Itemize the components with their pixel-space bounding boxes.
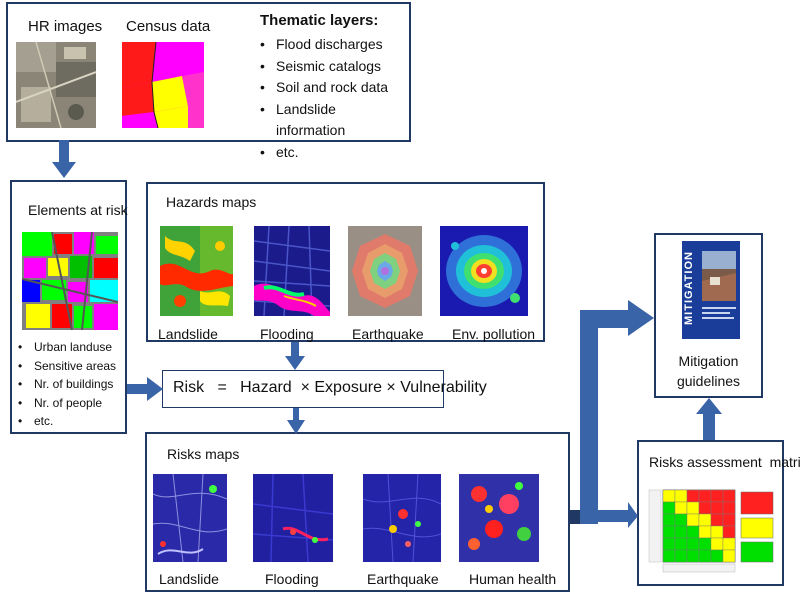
arrow-sources-to-elements: [52, 140, 76, 178]
arrow-formula-to-risks: [287, 408, 305, 434]
risk-flooding-label: Flooding: [265, 571, 319, 587]
elements-list: Urban landuse Sensitive areas Nr. of bui…: [16, 338, 116, 431]
mitigation-caption-line2: guidelines: [676, 373, 741, 389]
risk-earthquake-map: [363, 474, 441, 562]
arrow-risks-to-matrix-and-mitigation: [570, 300, 654, 528]
element-item: Urban landuse: [16, 338, 116, 357]
element-item: etc.: [16, 412, 116, 431]
thematic-list: Flood discharges Seismic catalogs Soil a…: [258, 34, 409, 163]
thematic-item: Landslide information: [258, 99, 409, 142]
hazard-landslide-label: Landslide: [158, 326, 218, 342]
hazards-maps-box: Hazards maps Landslide Flooding: [146, 182, 545, 342]
hazard-pollution-map: [440, 226, 528, 316]
risk-matrix-box: Risks assessment matrix: [637, 440, 800, 586]
hazard-earthquake-map: [348, 226, 422, 316]
hazard-landslide-map: [160, 226, 233, 316]
arrow-elements-to-formula: [127, 377, 163, 401]
risk-formula-text: Risk = Hazard × Exposure × Vulnerability: [173, 379, 487, 396]
risk-formula-box: Risk = Hazard × Exposure × Vulnerability: [162, 370, 487, 408]
mitigation-book-title: MITIGATION: [683, 251, 695, 325]
hazard-flooding-map: [254, 226, 330, 316]
hazards-maps-title: Hazards maps: [166, 194, 257, 210]
census-map-image: [122, 42, 204, 128]
hazard-flooding-label: Flooding: [260, 326, 314, 342]
mitigation-book-cover: MITIGATION: [682, 241, 740, 339]
thematic-item: Seismic catalogs: [258, 56, 409, 78]
sources-box: HR images Census data Thematic layers:: [6, 2, 411, 163]
risk-human-health-label: Human health: [469, 571, 557, 587]
elements-at-risk-title: Elements at risk: [28, 202, 128, 218]
hazard-pollution-label: Env. pollution: [452, 326, 536, 342]
risk-matrix-title: Risks assessment matrix: [649, 454, 800, 470]
risk-human-health-map: [459, 474, 539, 562]
risk-matrix-chart: [647, 482, 777, 574]
risk-earthquake-label: Earthquake: [367, 571, 439, 587]
risk-flooding-map: [253, 474, 333, 562]
landuse-map-image: [22, 232, 118, 330]
mitigation-caption-line1: Mitigation: [678, 353, 739, 369]
thematic-item: etc.: [258, 142, 409, 164]
hr-images-label: HR images: [28, 18, 103, 35]
risks-maps-title: Risks maps: [167, 446, 240, 462]
arrow-hazards-to-formula: [285, 342, 305, 370]
mitigation-box: MITIGATION Mitigation guidelines: [654, 233, 763, 398]
hr-satellite-image: [16, 42, 96, 128]
element-item: Nr. of people: [16, 394, 116, 413]
risks-maps-box: Risks maps Landslide Flooding Eart: [145, 432, 570, 592]
elements-at-risk-box: Elements at risk Urban landuse Sensitive…: [10, 180, 128, 434]
thematic-title: Thematic layers:: [260, 12, 379, 29]
risk-landslide-label: Landslide: [159, 571, 219, 587]
arrow-matrix-to-mitigation: [696, 398, 722, 440]
element-item: Nr. of buildings: [16, 375, 116, 394]
thematic-item: Flood discharges: [258, 34, 409, 56]
risk-landslide-map: [153, 474, 227, 562]
element-item: Sensitive areas: [16, 357, 116, 376]
census-label: Census data: [126, 18, 211, 35]
hazard-earthquake-label: Earthquake: [352, 326, 424, 342]
thematic-item: Soil and rock data: [258, 77, 409, 99]
